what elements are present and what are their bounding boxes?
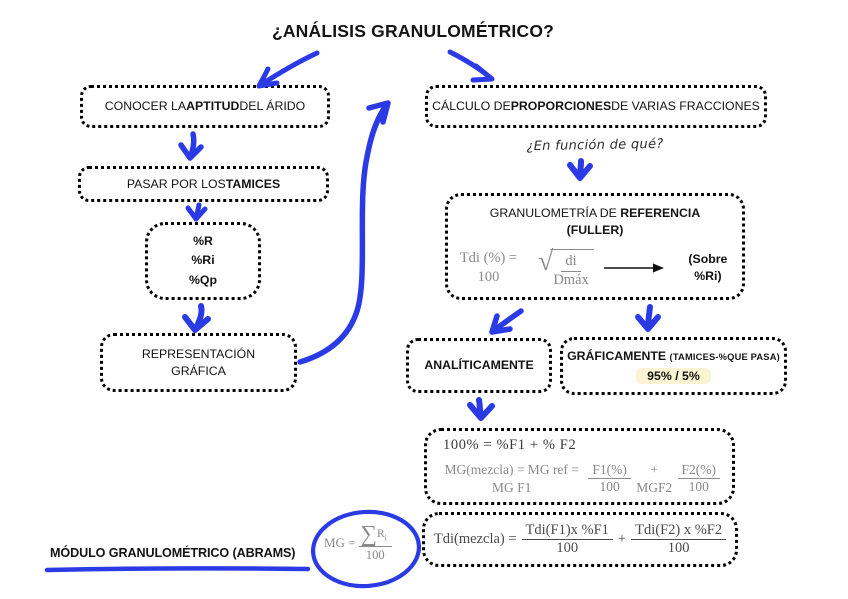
box-conocer-aptitud: CONOCER LA APTITUD DEL ÁRIDO: [80, 85, 330, 128]
graficamente-label: GRÁFICAMENTE (TAMICES-%QUE PASA): [567, 348, 780, 363]
box-formula-mezcla-tdi: Tdi(mezcla) = Tdi(F1)x %F1 100 + Tdi(F2)…: [422, 512, 738, 567]
box-pasar-tamices-label-bold: TAMICES: [225, 176, 281, 191]
calculo-label-bold: PROPORCIONES: [510, 99, 612, 114]
box-formula-mezcla-mg: 100% = %F1 + % F2 MG(mezcla) = MG ref = …: [424, 428, 735, 505]
mg-mezcla-lhs: MG(mezcla) = MG ref = MG F1: [444, 461, 579, 495]
arrow-box3-to-box4: [182, 303, 211, 333]
fuller-title: GRANULOMETRÍA DE REFERENCIA: [490, 205, 700, 222]
f2-percent-fraction: F2(%) 100: [677, 462, 720, 495]
fraction-numerator: di: [561, 253, 581, 272]
mg-denominator: 100: [365, 548, 385, 562]
modulo-label-post: ): [291, 546, 296, 560]
arrow-analitic-to-formula: [467, 397, 495, 421]
underline-modulo-granulometrico: [44, 566, 311, 573]
tdi-f1-fraction: Tdi(F1)x %F1 100: [521, 522, 613, 558]
right-arrow-icon: [603, 263, 664, 273]
handwritten-question: ¿En función de qué?: [526, 136, 664, 155]
percent-ri-label: %Ri: [191, 253, 215, 268]
representacion-label-line2: GRÁFICA: [171, 363, 226, 378]
percent-r-label: %R: [193, 234, 213, 249]
box-pasar-tamices: PASAR POR LOS TAMICES: [78, 166, 329, 202]
highlight-95-5: 95% / 5%: [636, 367, 711, 385]
modulo-granulometrico-label: MÓDULO GRANULOMÉTRICO (ABRAMS): [50, 546, 295, 560]
formula-100-percent: 100% = %F1 + % F2: [443, 437, 577, 453]
calculo-label-pre: CÁLCULO DE: [432, 99, 511, 114]
di-dmax-fraction: di Dmáx: [553, 253, 588, 289]
page-title: ¿ANÁLISIS GRANULOMÉTRICO?: [271, 21, 555, 41]
arrow-box1-to-box2: [178, 131, 204, 161]
mg-mezcla-mid: + MGF2: [636, 461, 673, 495]
modulo-label-pre: MÓDULO GRANULOMÉTRICO (: [50, 546, 237, 560]
sobre-ri-note: (Sobre %Ri): [688, 252, 728, 284]
box-conocer-aptitud-label-pre: CONOCER LA: [104, 99, 187, 114]
percent-qp-label: %Qp: [188, 272, 217, 287]
fuller-title-bold: REFERENCIA: [620, 206, 701, 220]
radical-sign: √: [537, 246, 554, 278]
tdi-mezcla-lhs: Tdi(mezcla) =: [433, 530, 517, 547]
arrow-representacion-to-calculo: [297, 100, 391, 365]
tdi-mezcla-plus: +: [617, 530, 627, 547]
representacion-label-line1: REPRESENTACIÓN: [141, 346, 256, 361]
tdi-f2-fraction: Tdi(F2) x %F2 100: [631, 522, 727, 558]
box-conocer-aptitud-label-post: DEL ÁRIDO: [239, 99, 306, 114]
tamices-que-pasa-label: (TAMICES-%QUE PASA): [669, 351, 780, 362]
box-graficamente: GRÁFICAMENTE (TAMICES-%QUE PASA) 95% / 5…: [560, 337, 787, 395]
arrow-title-to-left-branch: [256, 50, 320, 89]
f1-percent-fraction: F1(%) 100: [588, 462, 631, 495]
formula-mg-mezcla: MG(mezcla) = MG ref = MG F1 F1(%) 100 + …: [439, 461, 720, 497]
modulo-label-bold: ABRAMS: [236, 546, 292, 560]
fuller-title-pre: GRANULOMETRÍA DE: [489, 206, 621, 220]
box-percent-values: %R %Ri %Qp: [145, 222, 261, 300]
box-conocer-aptitud-label-bold: APTITUD: [186, 99, 240, 114]
mg-lhs: MG =: [324, 534, 356, 550]
box-representacion-grafica: REPRESENTACIÓN GRÁFICA: [100, 333, 297, 392]
arrow-fuller-to-analitic: [489, 308, 524, 335]
box-pasar-tamices-label-pre: PASAR POR LOS: [126, 176, 226, 191]
fuller-formula: Tdi (%) = 100 √ di Dmáx (Sobre %Ri): [448, 247, 742, 289]
analiticamente-label: ANALÍTICAMENTE: [424, 358, 534, 373]
mg-fraction: ∑ Ri 100: [358, 521, 392, 563]
arrow-box2-to-box3: [185, 202, 208, 222]
sigma-symbol: ∑: [360, 521, 377, 546]
square-root-expression: √ di Dmáx: [538, 247, 594, 289]
box-calculo-proporciones: CÁLCULO DE PROPORCIONES DE VARIAS FRACCI…: [425, 85, 767, 128]
fuller-subtitle: (FULLER): [566, 222, 624, 237]
arrow-fuller-to-graphic: [635, 304, 661, 332]
box-granulometria-referencia: GRANULOMETRÍA DE REFERENCIA (FULLER) Tdi…: [445, 193, 745, 300]
fuller-formula-lhs: Tdi (%) = 100: [459, 249, 518, 286]
r-sub-i: Ri: [376, 527, 387, 543]
fraction-denominator: Dmáx: [553, 271, 589, 288]
calculo-label-post: DE VARIAS FRACCIONES: [611, 99, 760, 114]
box-analiticamente: ANALÍTICAMENTE: [406, 338, 552, 393]
arrow-question-to-fuller: [567, 158, 593, 181]
arrow-title-to-right-branch: [447, 49, 495, 83]
mg-formula-circled: MG = ∑ Ri 100: [324, 522, 392, 563]
